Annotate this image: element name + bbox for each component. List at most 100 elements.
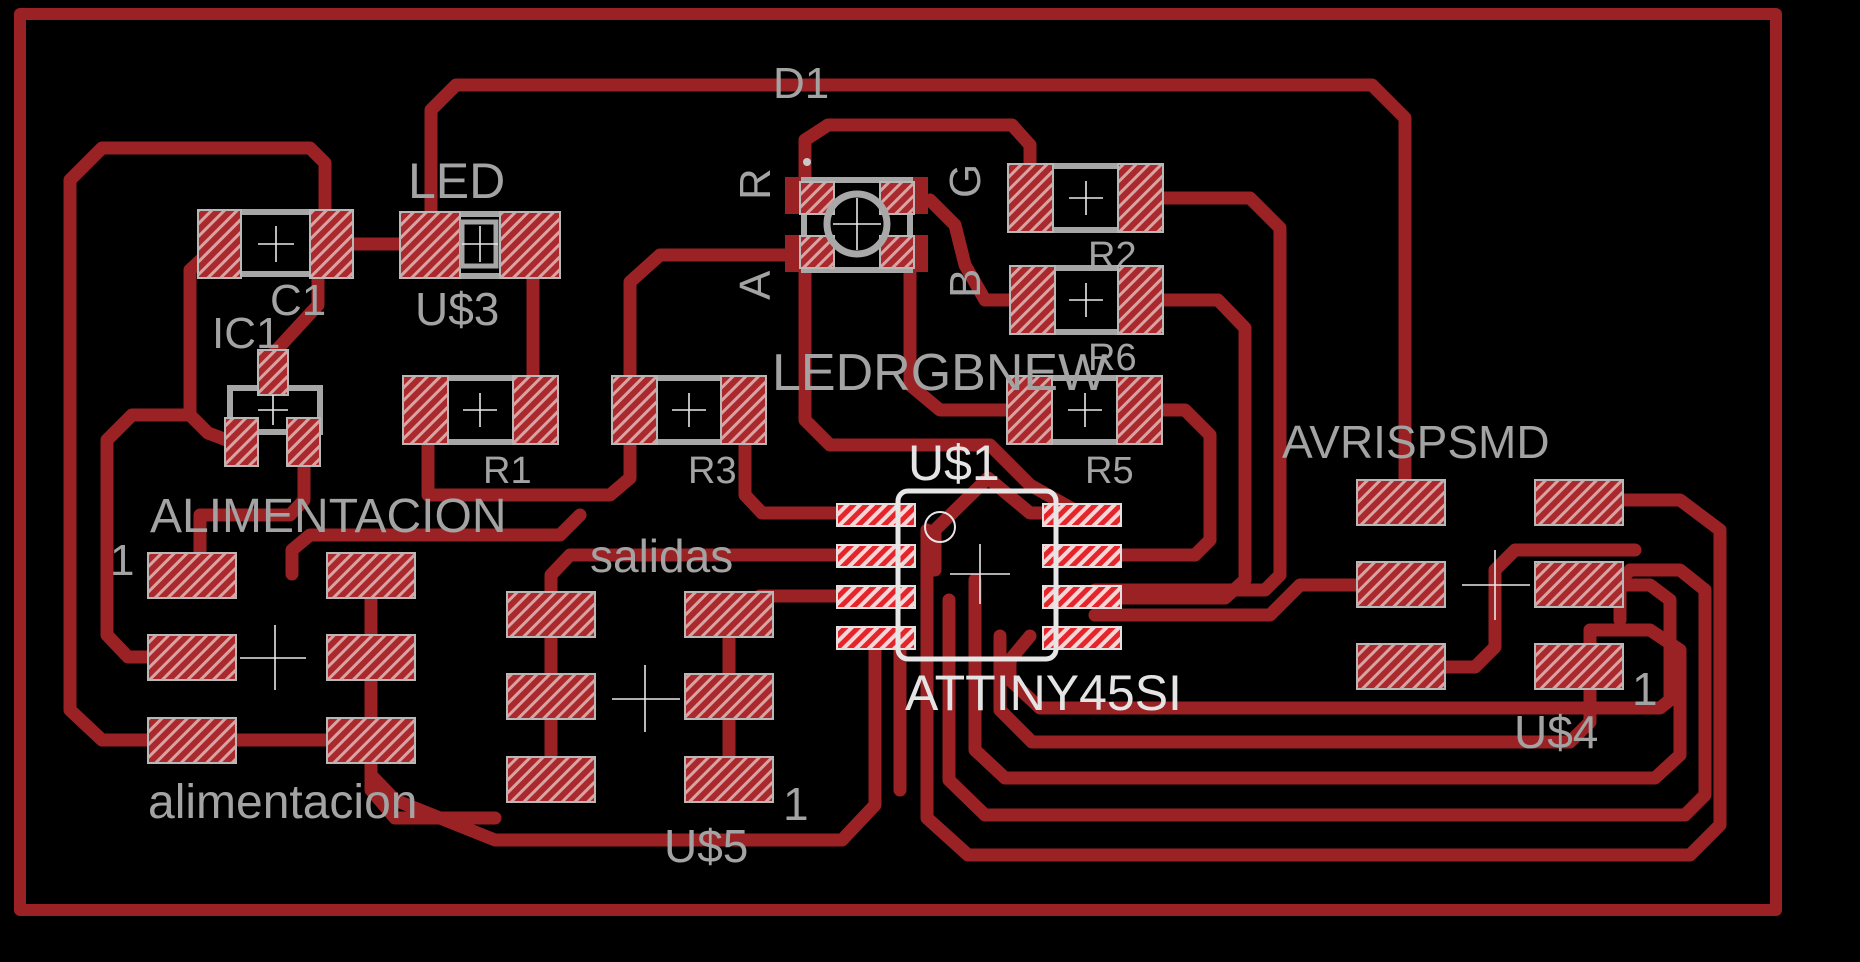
trace <box>1088 578 1397 622</box>
component-r6[interactable] <box>1009 265 1164 335</box>
trace <box>993 629 1597 749</box>
label-led: LED <box>408 153 505 209</box>
component-r2[interactable] <box>1007 163 1164 233</box>
label-us5: U$5 <box>664 820 748 872</box>
alimentacion-pin-5[interactable] <box>147 717 237 764</box>
r1-pad-2[interactable] <box>512 375 559 445</box>
salidas-pin-1[interactable] <box>684 756 774 803</box>
component-us1-attiny[interactable] <box>836 488 1122 662</box>
label-alimentacion-pin1: 1 <box>110 536 134 585</box>
label-attiny: ATTINY45SI <box>905 665 1182 721</box>
alimentacion-pin-6[interactable] <box>326 717 416 764</box>
component-r3[interactable] <box>611 375 767 445</box>
trace <box>903 253 1037 417</box>
trace <box>285 508 587 581</box>
label-c1: C1 <box>270 276 326 325</box>
component-c1[interactable] <box>197 209 354 279</box>
ic1-pad-3[interactable] <box>257 349 289 396</box>
component-us3[interactable] <box>399 211 561 279</box>
salidas-pin-2[interactable] <box>506 756 596 803</box>
alimentacion-pin-1[interactable] <box>147 552 237 599</box>
alimentacion-pin-2[interactable] <box>326 552 416 599</box>
r2-pad-1[interactable] <box>1007 163 1054 233</box>
trace <box>1088 293 1252 605</box>
r2-pad-2[interactable] <box>1117 163 1164 233</box>
attiny-pin1-marker <box>924 511 956 543</box>
avrisp-pin-4[interactable] <box>1534 561 1624 608</box>
label-us1: U$1 <box>908 435 1000 491</box>
r6-pad-1[interactable] <box>1009 265 1056 335</box>
component-r5[interactable] <box>1006 375 1163 445</box>
r3-pad-2[interactable] <box>720 375 767 445</box>
d1-pin1-dot <box>803 158 811 166</box>
label-led-a: A <box>731 270 780 300</box>
avrisp-pin-6[interactable] <box>1534 479 1624 526</box>
component-r1[interactable] <box>402 375 559 445</box>
trace <box>738 403 867 520</box>
label-r5: R5 <box>1085 450 1134 492</box>
trace <box>544 548 867 787</box>
r3-pad-1[interactable] <box>611 375 658 445</box>
attiny-pin-6[interactable] <box>1042 585 1122 609</box>
label-alimentacion-upper: ALIMENTACION <box>150 490 506 543</box>
avrisp-pin-5[interactable] <box>1356 479 1446 526</box>
component-d1[interactable] <box>785 158 928 273</box>
us3-pad-1[interactable] <box>399 211 461 279</box>
avrisp-pin-3[interactable] <box>1356 561 1446 608</box>
attiny-pin-2[interactable] <box>836 544 916 568</box>
salidas-pin-6[interactable] <box>506 591 596 638</box>
trace <box>193 438 311 577</box>
label-led-b: B <box>941 269 990 298</box>
alimentacion-pin-4[interactable] <box>326 634 416 681</box>
trace <box>1003 578 1677 715</box>
attiny-pin-5[interactable] <box>1042 626 1122 650</box>
trace <box>424 78 1412 492</box>
attiny-body <box>895 488 1059 662</box>
attiny-pin-4[interactable] <box>836 626 916 650</box>
board-outline <box>14 8 1782 916</box>
attiny-pin-1[interactable] <box>836 503 916 527</box>
trace <box>63 141 332 582</box>
label-d1: D1 <box>773 59 829 108</box>
trace <box>421 403 637 502</box>
avrisp-pin-2[interactable] <box>1534 643 1624 690</box>
attiny-pin-3[interactable] <box>836 585 916 609</box>
ic1-pad-2[interactable] <box>286 417 321 467</box>
attiny-pin-8[interactable] <box>1042 503 1122 527</box>
salidas-pin-4[interactable] <box>506 673 596 720</box>
label-salidas: salidas <box>590 530 733 582</box>
trace <box>923 193 1037 307</box>
label-ledrgbnew: LEDRGBNEW <box>772 344 1107 402</box>
c1-pad-1[interactable] <box>197 209 242 279</box>
trace <box>942 563 1712 822</box>
trace <box>100 408 199 664</box>
component-alimentacion[interactable] <box>147 552 416 764</box>
c1-pad-2[interactable] <box>309 209 354 279</box>
us3-pad-2[interactable] <box>499 211 561 279</box>
d1-outline <box>801 177 913 273</box>
trace <box>364 733 502 825</box>
label-avrispsmd: AVRISPSMD <box>1282 416 1550 468</box>
label-led-r: R <box>731 168 780 200</box>
salidas-pin-3[interactable] <box>684 673 774 720</box>
alimentacion-pin-3[interactable] <box>147 634 237 681</box>
r6-pad-2[interactable] <box>1117 265 1164 335</box>
r5-pad-1[interactable] <box>1006 375 1053 445</box>
label-us3: U$3 <box>415 283 499 335</box>
r1-pad-1[interactable] <box>402 375 449 445</box>
component-us4-avrisp[interactable] <box>1356 479 1624 690</box>
salidas-pin-5[interactable] <box>684 591 774 638</box>
label-r3: R3 <box>688 450 737 492</box>
avrisp-pin-1[interactable] <box>1356 643 1446 690</box>
label-us4: U$4 <box>1514 706 1598 758</box>
ic1-pad-1[interactable] <box>224 417 259 467</box>
label-led-g: G <box>941 164 990 198</box>
component-us5-salidas[interactable] <box>506 591 774 803</box>
component-ic1[interactable] <box>224 349 323 467</box>
trace <box>1088 403 1217 562</box>
r5-pad-2[interactable] <box>1116 375 1163 445</box>
trace <box>920 493 1727 862</box>
label-alimentacion-lower: alimentacion <box>148 776 417 829</box>
attiny-pin-7[interactable] <box>1042 544 1122 568</box>
